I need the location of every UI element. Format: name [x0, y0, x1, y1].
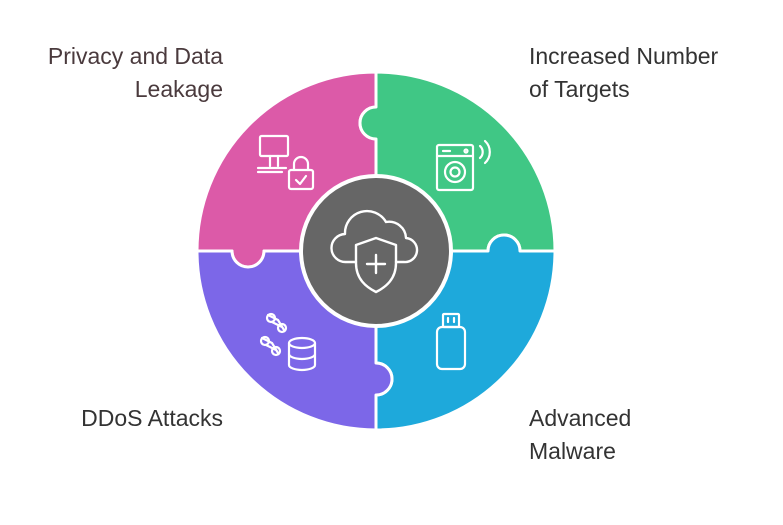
smart-appliance-icon — [435, 139, 491, 192]
cloud-shield-icon — [330, 209, 419, 294]
label-increased-targets: Increased Number of Targets — [529, 43, 719, 102]
label-ddos-attacks: DDoS Attacks — [81, 405, 223, 431]
center-circle — [299, 174, 453, 328]
label-advanced-malware: Advanced Malware — [529, 405, 632, 464]
monitor-lock-icon — [256, 134, 315, 191]
label-privacy-data-leakage: Privacy and Data Leakage — [47, 43, 223, 102]
usb-drive-icon — [435, 312, 467, 371]
database-attack-icon — [259, 312, 317, 372]
